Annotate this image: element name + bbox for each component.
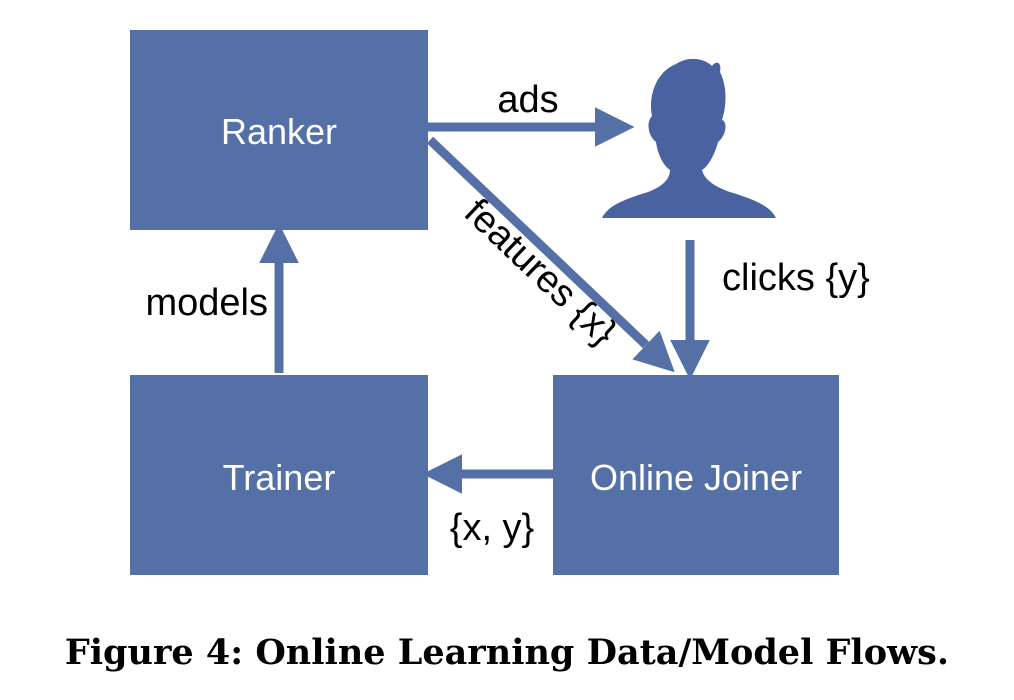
- figure-caption: Figure 4: Online Learning Data/Model Flo…: [64, 632, 950, 673]
- trainer-label: Trainer: [223, 457, 336, 498]
- features-arrow: [426, 136, 675, 373]
- joiner-node: Online Joiner: [553, 375, 839, 575]
- ranker-box: [130, 30, 428, 230]
- flow-diagram: Ranker Trainer Online Joiner ads feature…: [130, 30, 870, 575]
- trainer-box: [130, 375, 428, 575]
- features-label: features {x}: [456, 191, 624, 354]
- ranker-label: Ranker: [221, 111, 337, 152]
- user-silhouette-icon: [602, 58, 776, 219]
- ads-label: ads: [497, 79, 558, 121]
- models-label: models: [146, 282, 269, 324]
- clicks-label: clicks {y}: [722, 257, 870, 299]
- trainer-node: Trainer: [130, 375, 428, 575]
- joiner-label: Online Joiner: [590, 457, 802, 498]
- ranker-node: Ranker: [130, 30, 428, 230]
- xy-label: {x, y}: [450, 507, 535, 549]
- joiner-box: [553, 375, 839, 575]
